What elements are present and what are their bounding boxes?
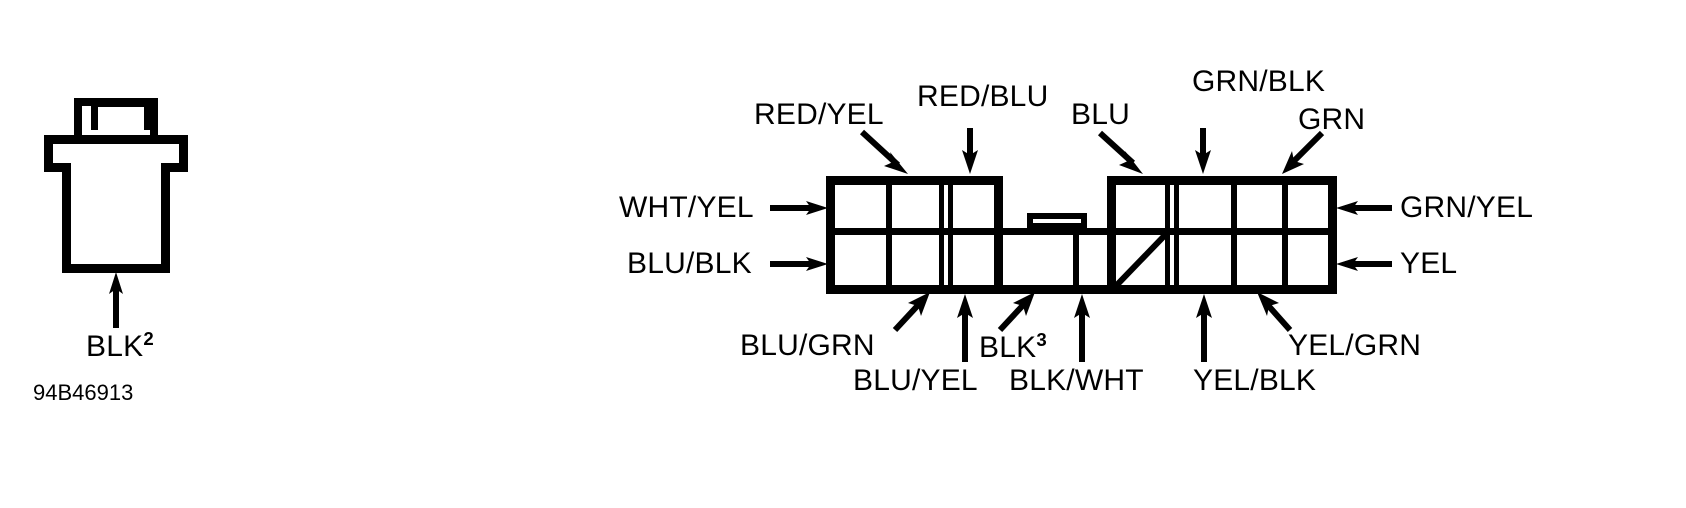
label-blu-blk: BLU/BLK (627, 247, 752, 280)
connector-middle-rail (826, 228, 1337, 235)
label-red-blu: RED/BLU (917, 80, 1049, 113)
left-connector-body-bottom (62, 264, 170, 273)
label-blk-wht: BLK/WHT (1009, 364, 1144, 397)
label-grn-blk: GRN/BLK (1192, 65, 1326, 98)
left-connector-flange-left (44, 135, 53, 172)
left-connector-outer-tab-cap (74, 98, 158, 106)
left-connector-outer-tab-left (74, 98, 82, 142)
label-grn: GRN (1298, 103, 1366, 136)
label-red-yel: RED/YEL (754, 98, 884, 131)
label-blu: BLU (1071, 98, 1130, 131)
left-connector-label: BLK2 (86, 328, 154, 363)
left-connector-inner-tab-left (91, 100, 98, 130)
center-gap-divider (1073, 232, 1079, 292)
right-block-top-edge (1107, 176, 1337, 185)
latch-tab-middle (1027, 223, 1087, 228)
label-grn-yel: GRN/YEL (1400, 191, 1534, 224)
label-blu-grn: BLU/GRN (740, 329, 875, 362)
label-blk-3: BLK3 (979, 329, 1047, 364)
left-block-top-edge (826, 176, 1003, 185)
left-connector-body-right (161, 163, 170, 273)
left-connector-flange-bottom-left (44, 163, 69, 172)
label-yel: YEL (1400, 247, 1458, 280)
latch-tab-left (1027, 213, 1033, 232)
connector-bottom-rail (826, 285, 1337, 294)
label-blu-yel: BLU/YEL (853, 364, 978, 397)
left-connector-inner-tab-right (144, 100, 151, 130)
label-wht-yel: WHT/YEL (619, 191, 754, 224)
label-yel-grn: YEL/GRN (1288, 329, 1422, 362)
figure-id: 94B46913 (33, 380, 134, 405)
left-connector-flange-right (179, 135, 188, 172)
left-connector-flange-bottom-right (163, 163, 188, 172)
label-yel-blk: YEL/BLK (1193, 364, 1317, 397)
latch-tab-right (1081, 213, 1087, 232)
left-connector-flange-top (44, 135, 188, 144)
latch-tab-top (1027, 213, 1087, 219)
left-connector-outer-tab-right (150, 98, 158, 142)
left-connector-body-left (62, 163, 71, 273)
